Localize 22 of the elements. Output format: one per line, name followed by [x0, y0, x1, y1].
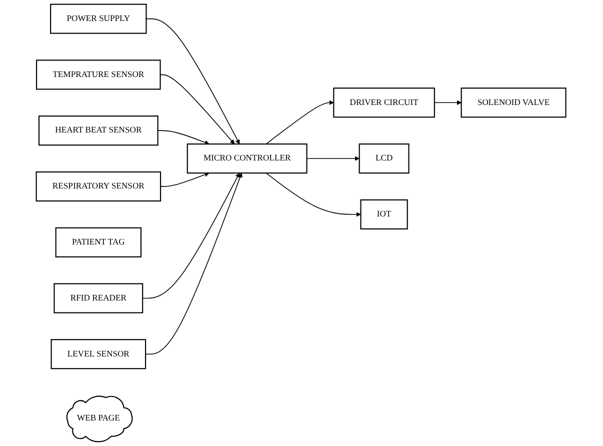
- node-box: TEMPRATURE SENSOR: [36, 60, 162, 90]
- arrow: [142, 172, 240, 299]
- node-box: MICRO CONTROLLER: [187, 143, 308, 174]
- node-box: RFID READER: [54, 283, 144, 314]
- arrow: [160, 172, 210, 187]
- arrow: [306, 156, 360, 161]
- arrow: [146, 18, 240, 144]
- arrow: [146, 172, 243, 355]
- node-box: HEART BEAT SENSOR: [38, 116, 159, 146]
- arrow: [158, 130, 210, 145]
- node-box: SOLENOID VALVE: [461, 88, 567, 118]
- node-box: IOT: [360, 199, 408, 230]
- arrow: [160, 74, 236, 144]
- node-box: PATIENT TAG: [56, 227, 142, 258]
- node-box: LEVEL SENSOR: [51, 339, 147, 370]
- node-box: LCD: [359, 143, 410, 174]
- arrow: [266, 100, 334, 144]
- arrow: [266, 172, 362, 217]
- node-box: POWER SUPPLY: [50, 4, 148, 34]
- arrow: [434, 100, 462, 105]
- node-box: DRIVER CIRCUIT: [334, 88, 436, 118]
- node-box: RESPIRATORY SENSOR: [36, 171, 162, 202]
